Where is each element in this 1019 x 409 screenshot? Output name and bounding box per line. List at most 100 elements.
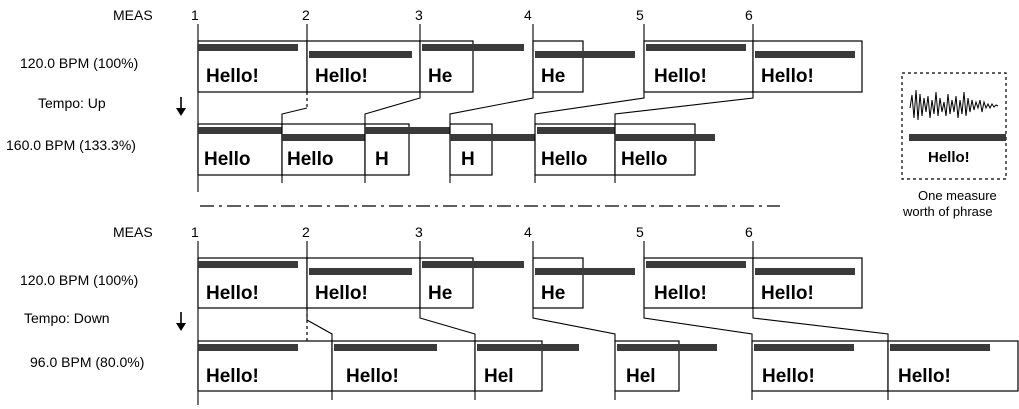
audio-bar (617, 344, 717, 351)
phrase-word: Hello! (654, 283, 707, 304)
original-tempo-label: 120.0 BPM (100%) (20, 55, 138, 71)
segment: Hello! (752, 257, 863, 309)
phrase-word: Hello! (346, 366, 399, 387)
original-row: Hello! Hello! He He Hello! (197, 257, 863, 309)
audio-bar (477, 344, 579, 351)
audio-bar (535, 51, 635, 58)
measure-header: MEAS 1 2 3 4 5 6 (113, 224, 753, 240)
audio-bar (198, 44, 298, 51)
new-row: Hello! Hello! Hel Hel Hello! (197, 340, 1019, 392)
audio-bar (909, 134, 1006, 141)
audio-bar (422, 44, 524, 51)
measure-number-2: 2 (302, 224, 310, 240)
audio-bar (615, 134, 715, 141)
meas-label: MEAS (113, 7, 153, 23)
audio-bar (537, 127, 633, 134)
audio-bar (755, 51, 855, 58)
segment: H (364, 123, 468, 176)
segment: Hello! (331, 340, 476, 392)
phrase-word: H (375, 149, 389, 170)
segment: Hello! (197, 257, 308, 309)
audio-bar (646, 44, 746, 51)
legend-caption-line2: worth of phrase (902, 204, 993, 219)
segment: Hello! (306, 40, 421, 93)
measure-number-3: 3 (415, 224, 423, 240)
phrase-word: Hello! (206, 66, 259, 87)
measure-number-6: 6 (745, 7, 753, 23)
audio-bar (198, 127, 298, 134)
new-tempo-label: 96.0 BPM (80.0%) (30, 354, 144, 370)
segment: Hello (614, 123, 715, 176)
segment: Hello! (643, 40, 754, 93)
mapping-lines (306, 308, 889, 341)
phrase-word: He (541, 66, 565, 87)
phrase-word: Hel (626, 366, 656, 387)
segment: Hello! (306, 257, 421, 309)
phrase-word: Hello! (206, 366, 259, 387)
phrase-word: Hello! (762, 366, 815, 387)
segment: Hello! (197, 340, 333, 392)
section-tempo-up: MEAS 1 2 3 4 5 6 120.0 BPM (100%) Tempo:… (6, 7, 863, 192)
measure-number-4: 4 (524, 224, 532, 240)
phrase-word: Hello! (315, 283, 368, 304)
segment: Hello! (752, 40, 863, 93)
phrase-word: He (428, 283, 452, 304)
audio-bar (646, 261, 746, 268)
measure-number-2: 2 (302, 7, 310, 23)
segment: He (419, 40, 524, 93)
segment: Hello! (887, 340, 1019, 392)
measure-number-3: 3 (415, 7, 423, 23)
audio-bar (890, 344, 990, 351)
audio-bar (422, 261, 524, 268)
phrase-word: Hello! (206, 283, 259, 304)
segment: Hello! (643, 257, 754, 309)
measure-number-6: 6 (745, 224, 753, 240)
measure-header: MEAS 1 2 3 4 5 6 (113, 7, 753, 23)
audio-bar (198, 344, 298, 351)
measure-number-1: 1 (191, 7, 199, 23)
segment: He (419, 257, 524, 309)
measure-number-5: 5 (636, 224, 644, 240)
down-arrow-icon (176, 97, 186, 116)
audio-bar (309, 51, 412, 58)
segment: Hel (614, 340, 717, 392)
phrase-word: Hello! (654, 66, 707, 87)
section-tempo-down: MEAS 1 2 3 4 5 6 120.0 BPM (100%) Tempo:… (20, 224, 1019, 405)
phrase-word: Hello (621, 149, 667, 170)
legend-word: Hello! (928, 149, 970, 166)
phrase-word: Hel (484, 366, 514, 387)
audio-bar (365, 127, 468, 134)
segment: H (449, 123, 548, 176)
tempo-up-label: Tempo: Up (38, 95, 106, 111)
segment: Hello (281, 123, 382, 176)
audio-bar (450, 134, 548, 141)
audio-bar (282, 134, 382, 141)
audio-bar (309, 268, 412, 275)
phrase-word: Hello (204, 149, 250, 170)
legend-caption-line1: One measure (918, 188, 997, 203)
phrase-word: Hello (541, 149, 587, 170)
phrase-word: Hello! (761, 66, 814, 87)
segment: He (532, 40, 635, 93)
audio-bar (535, 268, 635, 275)
segment: Hello! (751, 340, 889, 392)
segment: Hello (534, 123, 633, 176)
tempo-down-label: Tempo: Down (24, 310, 110, 326)
legend: Hello! One measure worth of phrase (901, 72, 1007, 219)
segment: He (532, 257, 635, 309)
audio-bar (754, 344, 854, 351)
down-arrow-icon (176, 312, 186, 331)
phrase-word: He (541, 283, 565, 304)
phrase-word: Hello! (761, 283, 814, 304)
segment: Hel (474, 340, 579, 392)
original-row: Hello! Hello! He He Hello! (197, 40, 863, 93)
phrase-word: He (428, 66, 452, 87)
phrase-word: Hello! (898, 366, 951, 387)
legend-box (901, 72, 1007, 180)
original-tempo-label: 120.0 BPM (100%) (20, 272, 138, 288)
new-tempo-label: 160.0 BPM (133.3%) (6, 137, 136, 153)
audio-bar (755, 268, 855, 275)
measure-number-1: 1 (191, 224, 199, 240)
meas-label: MEAS (113, 224, 153, 240)
